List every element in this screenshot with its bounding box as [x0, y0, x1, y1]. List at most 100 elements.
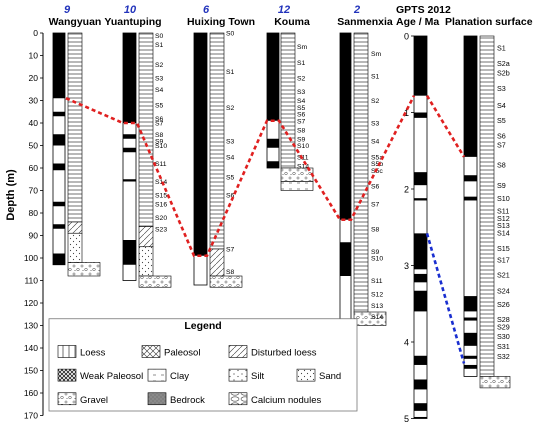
- planation-unit-label: S6: [497, 131, 506, 140]
- planation-normal-block: [464, 296, 477, 312]
- correlation-lines: [65, 94, 466, 364]
- gpts-normal-chron: [414, 233, 427, 270]
- legend-item-silt: Silt: [228, 368, 265, 382]
- legend-item-clay: Clay: [147, 368, 189, 382]
- planation-normal-block: [464, 196, 477, 201]
- section-name: Wangyuan: [49, 16, 102, 28]
- planation-unit-label: S17: [497, 255, 510, 264]
- age-tick-label: 0: [404, 32, 409, 42]
- gpts-normal-chron: [414, 403, 427, 411]
- lithology-segment: [280, 32, 296, 169]
- unit-label: S15: [155, 193, 167, 200]
- lithology-segment: [67, 221, 83, 234]
- age-tick-label: 5: [404, 414, 409, 424]
- depth-tick-label: 70: [29, 186, 39, 196]
- lithology-segment: [67, 32, 83, 223]
- planation-unit-label: S29: [497, 323, 510, 332]
- legend-label: Paleosol: [164, 348, 200, 359]
- unit-label: S14: [297, 163, 309, 170]
- normal-polarity-block: [53, 201, 65, 207]
- gpts-normal-chron: [414, 290, 427, 312]
- unit-label: S9: [155, 139, 164, 146]
- legend-swatch-weak: [57, 368, 77, 382]
- depth-tick-label: 90: [29, 231, 39, 241]
- unit-label: S13: [371, 303, 383, 310]
- planation-unit-label: S10: [497, 194, 510, 203]
- planation-base-gravel: [479, 376, 511, 389]
- lithology-segment: [209, 275, 243, 288]
- normal-polarity-block: [53, 134, 65, 146]
- planation-unit-label: S3: [497, 84, 506, 93]
- gpts-normal-chron: [414, 198, 427, 201]
- unit-label: Sm: [371, 51, 382, 58]
- unit-label: S2: [371, 98, 380, 105]
- planation-normal-block: [464, 332, 477, 346]
- planation-normal-block: [464, 355, 477, 359]
- normal-polarity-block: [123, 179, 136, 182]
- legend-title: Legend: [184, 320, 221, 332]
- unit-label: S10: [155, 143, 167, 150]
- normal-polarity-block: [53, 111, 65, 117]
- lithology-segment: [138, 246, 154, 277]
- legend-label: Sand: [319, 371, 341, 382]
- planation-normal-block: [464, 175, 477, 182]
- normal-polarity-block: [53, 163, 65, 171]
- unit-label: S0: [155, 33, 164, 40]
- unit-label: S9: [371, 249, 380, 256]
- legend-label: Calcium nodules: [251, 395, 321, 406]
- unit-label: S3: [371, 121, 380, 128]
- lithology-segment: [353, 32, 369, 313]
- unit-label: S11: [155, 161, 167, 168]
- unit-label: Sm: [297, 44, 308, 51]
- legend-item-gravel: Gravel: [57, 392, 108, 406]
- planation-unit-label: S2a: [497, 59, 510, 68]
- section-name: Huixing Town: [187, 16, 255, 28]
- depth-tick-label: 100: [24, 253, 38, 263]
- planation-unit-label: S31: [497, 342, 510, 351]
- depth-axis-title: Depth (m): [5, 169, 17, 221]
- unit-label: S5a: [371, 154, 383, 161]
- unit-label: S5: [297, 105, 306, 112]
- section-number: 12: [278, 4, 290, 16]
- unit-label: S16: [155, 202, 167, 209]
- unit-label: S5: [155, 103, 164, 110]
- unit-label: S5c: [371, 168, 383, 175]
- planation-blue-correlation-line: [425, 233, 466, 364]
- unit-label: S7: [155, 121, 164, 128]
- unit-label: S1: [371, 73, 380, 80]
- section-number: 9: [64, 4, 71, 16]
- depth-tick-label: 0: [33, 28, 38, 38]
- planation-unit-label: S14: [497, 229, 510, 238]
- legend-swatch-silt: [228, 368, 248, 382]
- depth-tick-label: 40: [29, 118, 39, 128]
- depth-tick-label: 120: [24, 298, 38, 308]
- unit-label: S14: [371, 314, 383, 321]
- normal-polarity-block: [53, 224, 65, 229]
- legend-swatch-gravel: [57, 392, 77, 406]
- unit-label: S4: [226, 154, 235, 161]
- legend-label: Gravel: [80, 395, 108, 406]
- legend-swatch-sand: [296, 368, 316, 382]
- age-tick-label: 2: [404, 185, 409, 195]
- section-yuantuping: S0S1S2S3S4S5S6S7S8S9S10S11S14S15S16S20S2…: [122, 32, 172, 288]
- lithology-segment: [67, 232, 83, 263]
- unit-label: S3: [226, 139, 235, 146]
- planation-unit-label: S1: [497, 43, 506, 52]
- unit-label: S8: [371, 226, 380, 233]
- unit-label: S6: [155, 116, 164, 123]
- unit-label: S5: [226, 175, 235, 182]
- planation-normal-block: [464, 364, 477, 369]
- legend-item-nodules: Calcium nodules: [228, 392, 321, 406]
- stratigraphic-columns: 9Wangyuan10YuantupingS0S1S2S3S4S5S6S7S8S…: [49, 4, 393, 326]
- gpts-normal-chron: [414, 36, 427, 96]
- legend-label: Loess: [80, 348, 106, 359]
- unit-label: S1: [226, 69, 235, 76]
- gpts-title: GPTS 2012: [396, 4, 451, 16]
- planation-unit-label: S7: [497, 141, 506, 150]
- legend-swatch-paleosol: [141, 345, 161, 358]
- normal-polarity-block: [267, 33, 279, 121]
- planation-unit-label: S13: [497, 221, 510, 230]
- lithology-segment: [209, 248, 225, 277]
